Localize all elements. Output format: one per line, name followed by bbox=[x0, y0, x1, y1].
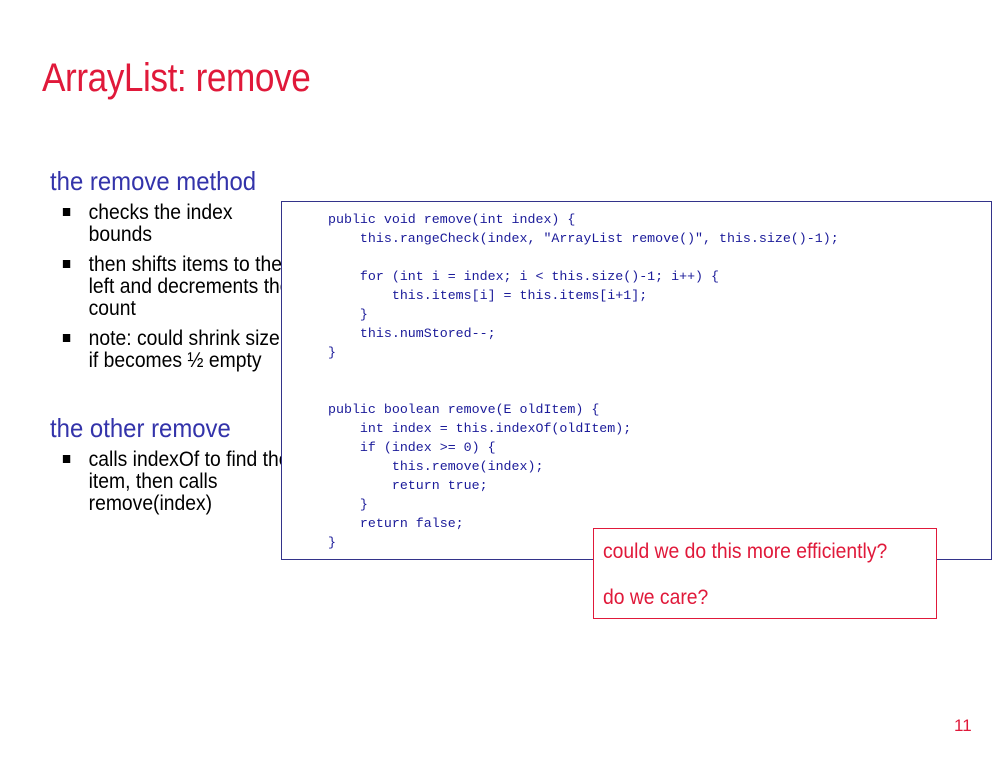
bullet-list-remove-method: checks the index bounds then shifts item… bbox=[50, 202, 291, 372]
callout-box: could we do this more efficiently? do we… bbox=[593, 528, 937, 619]
bullet-icon bbox=[62, 455, 71, 463]
bullet-icon bbox=[62, 334, 71, 342]
bullet-item: note: could shrink size if becomes ½ emp… bbox=[50, 328, 291, 372]
bullet-text: calls indexOf to find the item, then cal… bbox=[88, 448, 290, 515]
bullet-icon bbox=[62, 260, 71, 268]
bullet-list-other-remove: calls indexOf to find the item, then cal… bbox=[50, 449, 289, 515]
bullet-text: note: could shrink size if becomes ½ emp… bbox=[88, 327, 280, 372]
page-number: 11 bbox=[954, 716, 972, 735]
section-heading-remove-method: the remove method bbox=[50, 166, 257, 196]
bullet-item: calls indexOf to find the item, then cal… bbox=[50, 449, 291, 515]
bullet-text: then shifts items to the left and decrem… bbox=[88, 253, 291, 320]
left-panel: the remove method checks the index bound… bbox=[50, 165, 291, 523]
bullet-item: checks the index bounds bbox=[50, 202, 291, 246]
code-box: public void remove(int index) { this.ran… bbox=[281, 201, 992, 560]
callout-question-care: do we care? bbox=[603, 586, 709, 609]
code-listing: public void remove(int index) { this.ran… bbox=[328, 212, 839, 550]
callout-question-efficiency: could we do this more efficiently? bbox=[603, 540, 888, 563]
slide-title: ArrayList: remove bbox=[42, 56, 311, 100]
bullet-icon bbox=[62, 208, 71, 216]
bullet-text: checks the index bounds bbox=[88, 201, 233, 246]
bullet-item: then shifts items to the left and decrem… bbox=[50, 254, 291, 320]
section-heading-other-remove: the other remove bbox=[50, 413, 231, 443]
